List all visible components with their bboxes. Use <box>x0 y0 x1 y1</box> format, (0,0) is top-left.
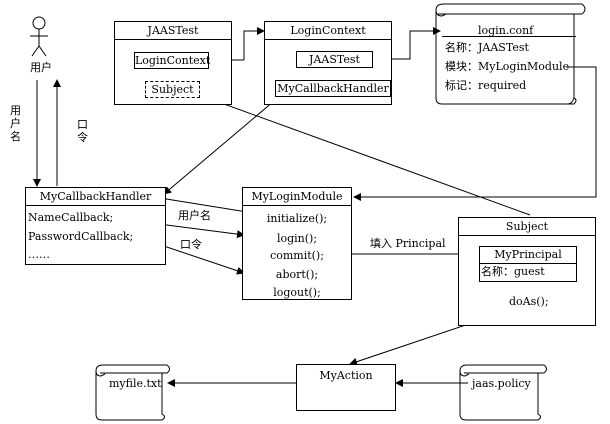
username-vertical-label: 用户名 <box>10 104 21 143</box>
password-arrow-label: 口令 <box>180 238 202 251</box>
jaastest-title: JAASTest <box>115 22 231 40</box>
subject-doas: doAs(); <box>509 295 549 308</box>
callbackhandler-box: MyCallbackHandler NameCallback; Password… <box>25 187 166 265</box>
logincontext-jaastest-field: JAASTest <box>296 51 373 68</box>
loginconf-scroll-shape <box>435 3 586 105</box>
loginmodule-title: MyLoginModule <box>243 188 351 206</box>
myaction-box: MyAction <box>296 364 396 411</box>
myaction-label: MyAction <box>319 369 373 382</box>
jaastest-box: JAASTest LoginContext Subject <box>114 21 232 105</box>
logincontext-box: LoginContext JAASTest MyCallbackHandler <box>264 21 392 105</box>
method-login: login(); <box>276 232 318 245</box>
jaaspolicy-label: jaas.policy <box>472 377 531 390</box>
arrow-handlerref-to-callbackhandler <box>163 95 281 195</box>
jaastest-logincontext-field: LoginContext <box>134 52 211 69</box>
loginconf-name-line: 名称：JAASTest <box>445 41 529 54</box>
loginconf-divider <box>442 36 576 37</box>
callbackhandler-namecallback: NameCallback; <box>28 211 114 224</box>
loginmodule-box: MyLoginModule initialize(); login(); com… <box>242 187 352 300</box>
jaaspolicy-scroll-shape <box>459 364 547 421</box>
principal-box: MyPrincipal 名称：guest <box>479 246 577 282</box>
myfile-label: myfile.txt <box>109 377 162 390</box>
principal-name: 名称：guest <box>481 265 545 278</box>
method-commit: commit(); <box>270 249 324 262</box>
loginconf-flag-line: 标记：required <box>445 79 527 92</box>
method-abort: abort(); <box>275 268 319 281</box>
user-figure-icon <box>30 16 48 57</box>
subject-box: Subject MyPrincipal 名称：guest doAs(); <box>458 217 596 326</box>
myfile-scroll-shape <box>95 364 170 421</box>
callbackhandler-ellipsis: …… <box>28 248 50 261</box>
logincontext-title: LoginContext <box>265 22 391 40</box>
jaastest-subject-field: Subject <box>145 81 200 98</box>
password-vertical-label: 口令 <box>77 118 88 144</box>
method-logout: logout(); <box>273 286 321 299</box>
method-initialize: initialize(); <box>266 212 328 225</box>
logincontext-handler-field: MyCallbackHandler <box>275 80 391 97</box>
callbackhandler-title: MyCallbackHandler <box>26 188 165 206</box>
user-label: 用户 <box>30 61 52 74</box>
username-arrow-label: 用户名 <box>178 209 211 222</box>
principal-title: MyPrincipal <box>494 248 562 261</box>
arrow-jaastest-to-logincontext <box>243 27 265 60</box>
loginconf-title: login.conf <box>478 24 534 37</box>
subject-title: Subject <box>459 218 595 236</box>
arrow-subject-to-jaastest-subject <box>201 94 531 216</box>
arrow-conf-module-to-loginmodule <box>353 66 597 201</box>
loginconf-module-line: 模块：MyLoginModule <box>445 60 570 73</box>
callbackhandler-passwordcallback: PasswordCallback; <box>28 230 134 243</box>
fill-principal-label: 填入 Principal <box>370 237 446 250</box>
principal-divider <box>480 263 576 264</box>
